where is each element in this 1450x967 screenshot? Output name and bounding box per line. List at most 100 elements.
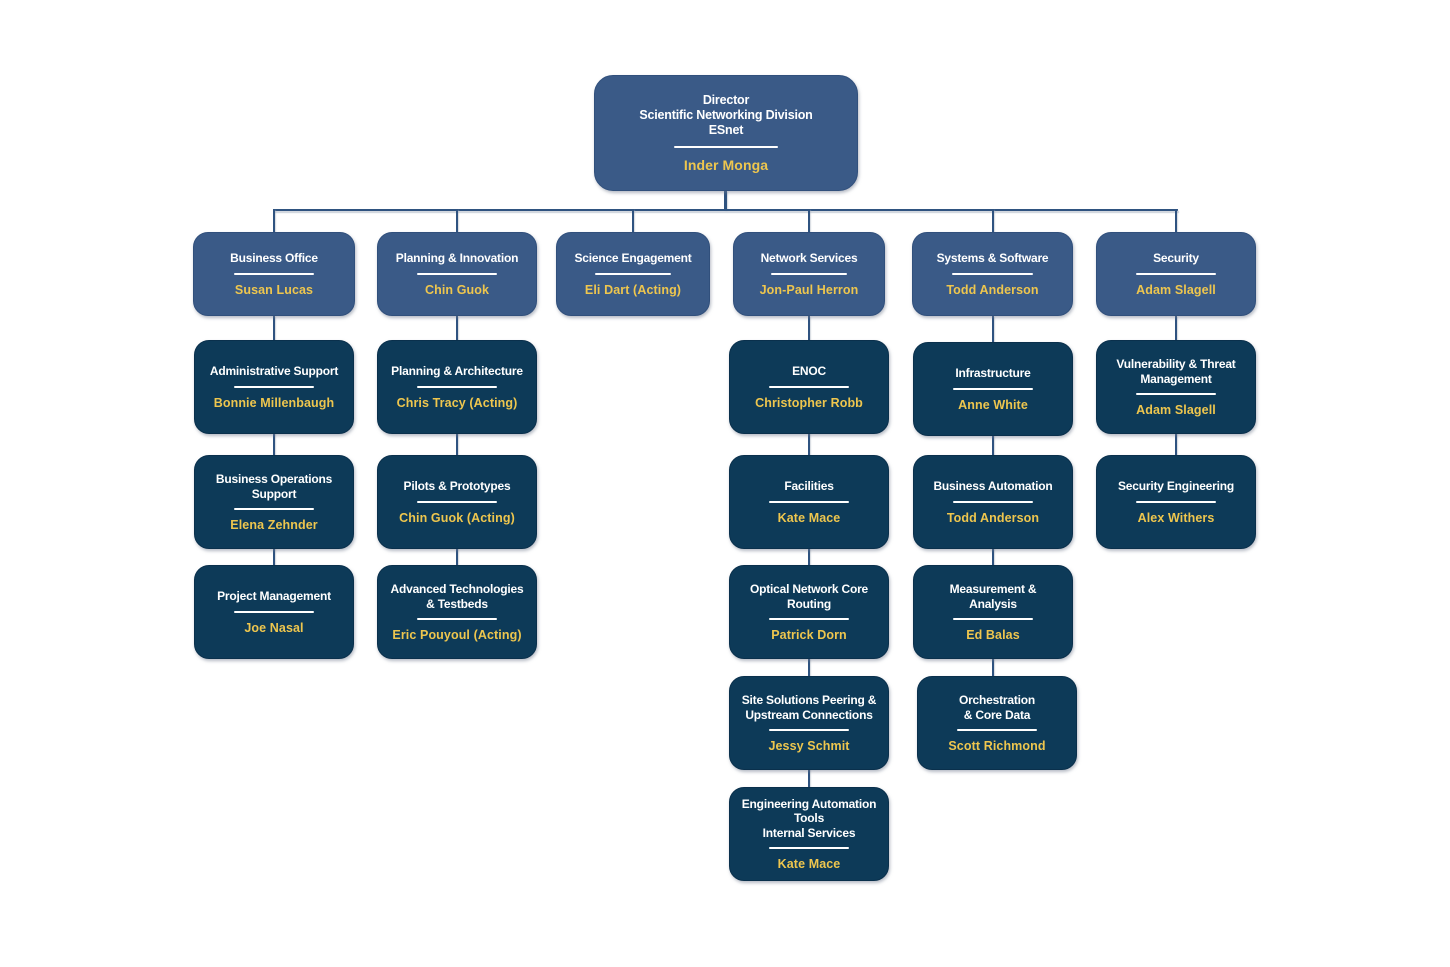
separator [417,385,497,388]
node-title: Planning & Innovation [395,251,519,266]
node-name: Jessy Schmit [768,739,850,754]
org-node-optical-network-core-routing: Optical Network Core Routing Patrick Dor… [729,565,889,659]
node-name: Eli Dart (Acting) [584,282,682,297]
org-node-planning-innovation: Planning & Innovation Chin Guok [377,232,537,316]
node-title: Site Solutions Peering & Upstream Connec… [741,692,877,722]
node-title: Measurement & Analysis [949,581,1037,611]
separator [1136,272,1216,275]
org-node-pilots-prototypes: Pilots & Prototypes Chin Guok (Acting) [377,455,537,549]
node-name: Chin Guok (Acting) [399,510,515,525]
separator [594,272,672,275]
node-title: Network Services [760,251,858,266]
node-title: Engineering Automation Tools Internal Se… [741,796,877,840]
node-title: Infrastructure [955,366,1031,381]
node-title: Director Scientific Networking Division … [639,92,813,138]
separator [233,272,315,275]
node-name: Adam Slagell [1136,282,1216,297]
separator [953,387,1033,390]
org-node-enoc: ENOC Christopher Robb [729,340,889,434]
node-name: Adam Slagell [1136,403,1216,418]
node-title: Facilities [784,479,834,494]
node-title: Administrative Support [209,364,339,379]
node-name: Jon-Paul Herron [759,282,859,297]
org-node-site-solutions-peering: Site Solutions Peering & Upstream Connec… [729,676,889,770]
node-title: Business Operations Support [215,471,333,501]
separator [953,500,1033,503]
node-title: ENOC [792,364,826,379]
separator [674,146,778,149]
node-title: Advanced Technologies & Testbeds [390,581,524,611]
org-node-business-automation: Business Automation Todd Anderson [913,455,1073,549]
separator [953,618,1033,621]
node-title: Project Management [217,589,331,604]
node-name: Patrick Dorn [771,628,847,643]
separator [769,729,849,732]
connector-root-stub [724,191,727,210]
separator [1136,393,1216,396]
separator [769,847,849,850]
node-name: Joe Nasal [244,620,304,635]
org-node-systems-software: Systems & Software Todd Anderson [912,232,1073,316]
separator [417,500,497,503]
node-title: Optical Network Core Routing [749,581,869,611]
org-node-project-management: Project Management Joe Nasal [194,565,354,659]
node-name: Ed Balas [966,628,1020,643]
connector-spine-network-services [808,316,810,798]
node-title: Systems & Software [936,251,1049,266]
separator [769,618,849,621]
node-name: Anne White [958,397,1028,412]
node-title: Business Office [230,251,318,266]
separator [1136,500,1216,503]
separator [234,508,314,511]
org-node-administrative-support: Administrative Support Bonnie Millenbaug… [194,340,354,434]
node-name: Elena Zehnder [230,518,318,533]
node-name: Bonnie Millenbaugh [213,395,335,410]
node-name: Chin Guok [424,282,490,297]
separator [769,385,849,388]
node-name: Kate Mace [777,510,841,525]
node-title: Vulnerability & Threat Management [1116,356,1236,386]
org-node-facilities: Facilities Kate Mace [729,455,889,549]
org-node-engineering-automation-tools: Engineering Automation Tools Internal Se… [729,787,889,881]
separator [952,272,1033,275]
node-name: Alex Withers [1137,510,1215,525]
node-name: Todd Anderson [946,510,1040,525]
separator [234,610,314,613]
org-node-measurement-analysis: Measurement & Analysis Ed Balas [913,565,1073,659]
node-name: Scott Richmond [948,739,1046,754]
org-node-vulnerability-threat-management: Vulnerability & Threat Management Adam S… [1096,340,1256,434]
node-name: Christopher Robb [755,395,863,410]
separator [771,272,847,275]
connector-stub-security [1175,209,1177,233]
node-name: Chris Tracy (Acting) [396,395,518,410]
connector-stub-business-office [273,209,275,233]
separator [417,618,497,621]
org-node-infrastructure: Infrastructure Anne White [913,342,1073,436]
connector-stub-science-engagement [632,209,634,233]
node-title: Security Engineering [1117,479,1235,494]
separator [957,729,1037,732]
separator [769,500,849,503]
org-node-planning-architecture: Planning & Architecture Chris Tracy (Act… [377,340,537,434]
org-node-orchestration-core-data: Orchestration & Core Data Scott Richmond [917,676,1077,770]
org-node-business-operations-support: Business Operations Support Elena Zehnde… [194,455,354,549]
org-node-director: Director Scientific Networking Division … [594,75,858,191]
node-title: Planning & Architecture [391,364,523,379]
node-title: Orchestration & Core Data [958,692,1036,722]
org-node-network-services: Network Services Jon-Paul Herron [733,232,885,316]
connector-spine-business-office [273,316,275,576]
org-node-business-office: Business Office Susan Lucas [193,232,355,316]
separator [234,385,314,388]
node-name: Susan Lucas [234,282,314,297]
node-name: Kate Mace [777,857,841,872]
org-node-advanced-technologies-testbeds: Advanced Technologies & Testbeds Eric Po… [377,565,537,659]
node-name: Todd Anderson [946,282,1039,297]
connector-spine-planning-innovation [456,316,458,576]
separator [417,272,497,275]
node-title: Pilots & Prototypes [403,479,511,494]
node-name: Inder Monga [683,157,769,174]
org-node-security-engineering: Security Engineering Alex Withers [1096,455,1256,549]
connector-horizontal-bar [273,209,1178,211]
org-node-science-engagement: Science Engagement Eli Dart (Acting) [556,232,710,316]
